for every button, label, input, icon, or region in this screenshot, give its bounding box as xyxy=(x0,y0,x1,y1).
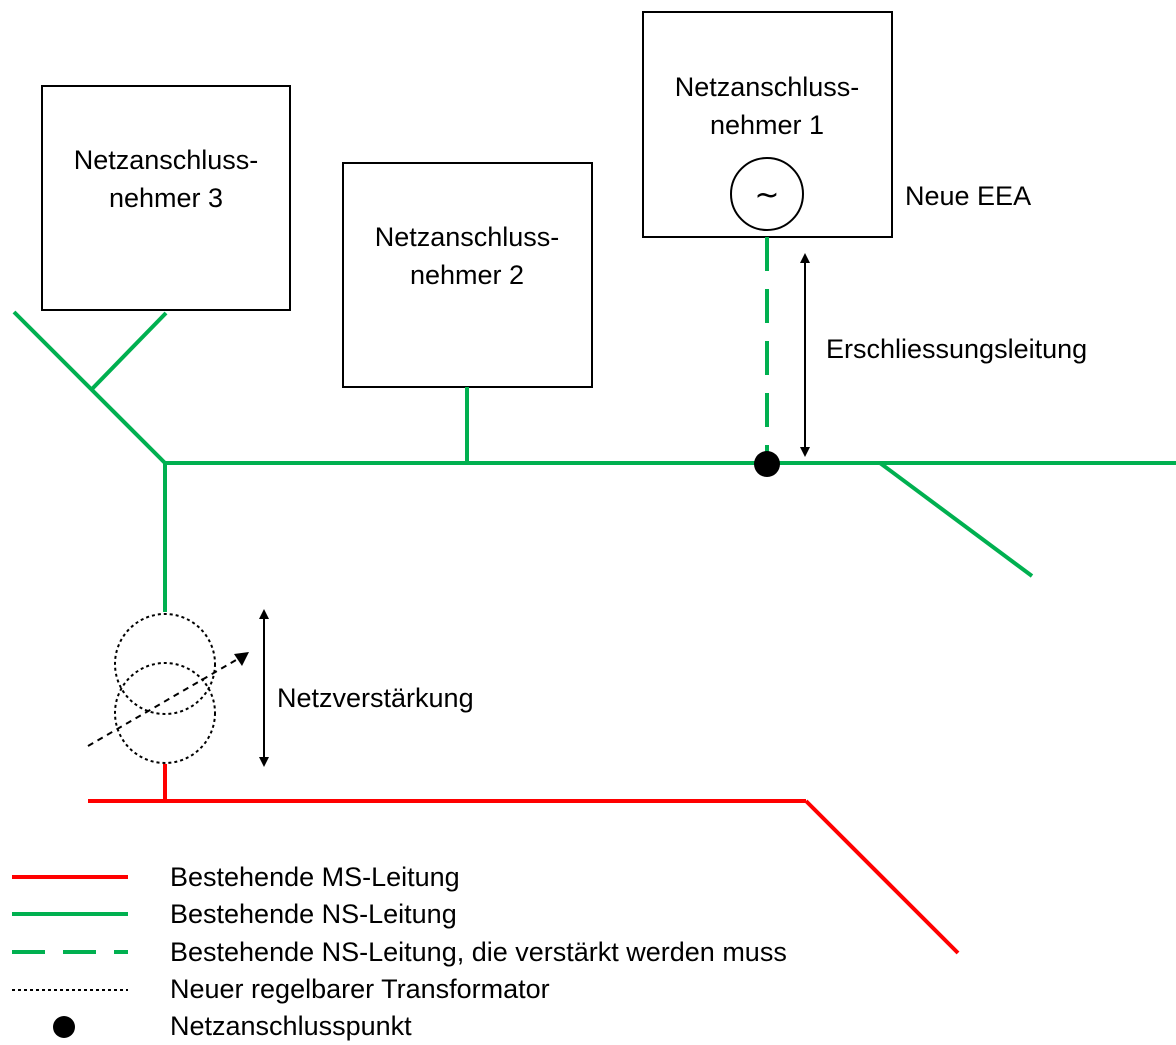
legend-transformer-text: Neuer regelbarer Transformator xyxy=(170,974,550,1004)
consumer-box-1: Netzanschluss- nehmer 1 ~ xyxy=(642,11,893,238)
ns-branch-left-diagonal xyxy=(12,310,167,465)
consumer-3-label-line1: Netzanschluss- xyxy=(74,145,259,175)
legend-ns-line-dashed-text: Bestehende NS-Leitung, die verstärkt wer… xyxy=(170,937,787,967)
legend-item-connection-point: Netzanschlusspunkt xyxy=(53,1011,412,1041)
legend-item-ms-line: Bestehende MS-Leitung xyxy=(12,862,460,892)
label-erschliessungsleitung: Erschliessungsleitung xyxy=(826,334,1087,364)
legend-item-transformer: Neuer regelbarer Transformator xyxy=(12,974,550,1004)
legend-ns-line-text: Bestehende NS-Leitung xyxy=(170,899,457,929)
label-neue-eea: Neue EEA xyxy=(905,181,1031,211)
connection-point-icon xyxy=(754,451,780,477)
consumer-3-label-line2: nehmer 3 xyxy=(109,183,223,213)
ns-network xyxy=(12,237,1176,612)
legend-connection-point-swatch xyxy=(53,1016,75,1038)
generator-symbol: ~ xyxy=(754,178,779,213)
consumer-1-label-line1: Netzanschluss- xyxy=(675,72,860,102)
label-netzverstaerkung: Netzverstärkung xyxy=(277,683,474,713)
ns-branch-right-diagonal xyxy=(878,461,1034,578)
legend-connection-point-text: Netzanschlusspunkt xyxy=(170,1011,412,1041)
legend: Bestehende MS-Leitung Bestehende NS-Leit… xyxy=(12,862,787,1041)
legend-item-ns-line-dashed: Bestehende NS-Leitung, die verstärkt wer… xyxy=(12,937,787,967)
ms-network xyxy=(88,764,960,955)
ns-branch-consumer-3 xyxy=(90,311,168,391)
legend-ms-line-text: Bestehende MS-Leitung xyxy=(170,862,460,892)
consumer-box-2: Netzanschluss- nehmer 2 xyxy=(342,162,593,388)
consumer-2-label-line2: nehmer 2 xyxy=(410,260,524,290)
legend-item-ns-line: Bestehende NS-Leitung xyxy=(12,899,457,929)
generator-icon: ~ xyxy=(730,157,804,231)
consumer-2-label-line1: Netzanschluss- xyxy=(375,222,560,252)
transformer-arrowhead xyxy=(234,652,249,666)
ms-line-diagonal xyxy=(804,799,960,955)
transformer-icon xyxy=(87,613,244,764)
consumer-box-3: Netzanschluss- nehmer 3 xyxy=(41,85,291,311)
consumer-1-label-line2: nehmer 1 xyxy=(710,110,824,140)
